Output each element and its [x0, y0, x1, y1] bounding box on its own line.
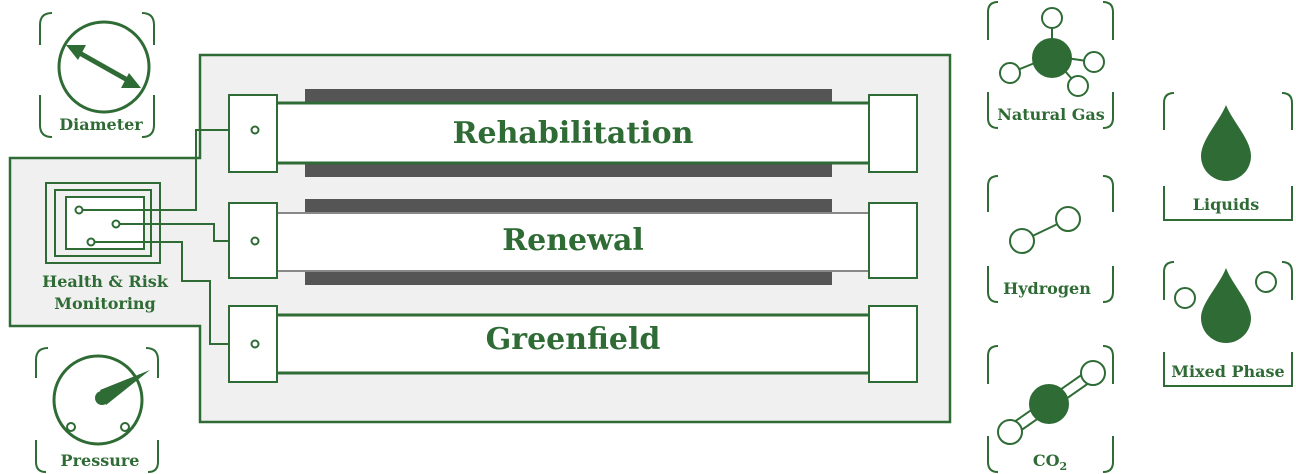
- diameter-label: Diameter: [59, 115, 143, 134]
- natural-gas-card: [987, 1, 1114, 129]
- pipe-rehabilitation: [228, 89, 918, 177]
- co2-molecule-icon: [997, 360, 1106, 445]
- mixed-phase-label: Mixed Phase: [1171, 362, 1284, 381]
- pressure-card: [35, 347, 159, 473]
- hydrogen-molecule-icon: [1009, 206, 1081, 254]
- pipe-label-greenfield: Greenfield: [486, 322, 661, 357]
- pipe-renewal: [228, 199, 918, 285]
- monitor-label-line1: Health & Risk: [42, 272, 169, 291]
- co2-label-main: CO: [1033, 451, 1060, 470]
- pipe-greenfield: [228, 305, 918, 383]
- natural-gas-label: Natural Gas: [997, 105, 1105, 124]
- monitor-label-line2: Monitoring: [54, 294, 155, 313]
- mixed-phase-card: [1163, 261, 1293, 387]
- hydrogen-card: [987, 175, 1114, 303]
- co2-card: [987, 345, 1114, 473]
- molecule-icon: [999, 7, 1105, 97]
- pipe-label-renewal: Renewal: [502, 223, 644, 258]
- co2-label-subscript: 2: [1060, 460, 1068, 473]
- pressure-label: Pressure: [61, 451, 140, 470]
- diameter-gauge-icon: [57, 20, 151, 114]
- co2-label: CO2: [1033, 451, 1067, 473]
- pressure-gauge-icon: [52, 354, 150, 446]
- pipe-label-rehabilitation: Rehabilitation: [453, 116, 694, 151]
- liquids-label: Liquids: [1193, 195, 1259, 214]
- liquids-card: [1163, 92, 1293, 221]
- droplet-with-bubbles-icon: [1174, 268, 1277, 343]
- hydrogen-label: Hydrogen: [1003, 279, 1091, 298]
- diameter-card: [39, 12, 155, 138]
- droplet-icon: [1201, 105, 1251, 181]
